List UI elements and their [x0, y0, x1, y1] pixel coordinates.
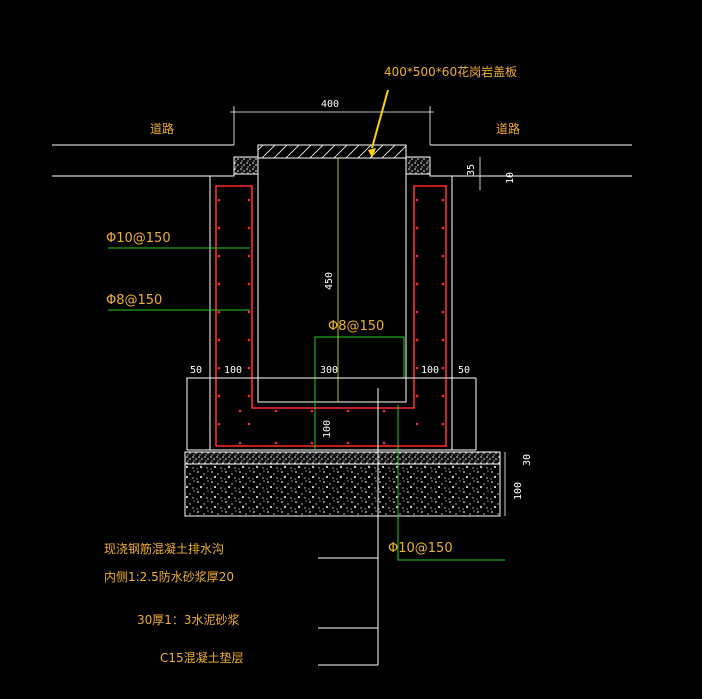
dim-left-edge: 50 [190, 365, 202, 376]
rebar-dots [217, 198, 445, 445]
note-4: C15混凝土垫层 [160, 650, 244, 665]
seat-left [233, 156, 259, 175]
rebar-dot [274, 409, 278, 413]
rebar-dot [441, 198, 445, 202]
rebar-dot [247, 282, 251, 286]
rebar-dot [247, 366, 251, 370]
leader-inner [314, 336, 405, 450]
rebar-dot [217, 394, 221, 398]
cover-arrow [371, 89, 389, 149]
rebar-dot [247, 226, 251, 230]
rebar-dot [415, 366, 419, 370]
rebar-dot [217, 366, 221, 370]
dim-top-width: 400 [321, 99, 339, 110]
mortar-layer [184, 451, 501, 465]
rebar-dot [415, 422, 419, 426]
dimension-lines [186, 106, 506, 516]
arrow-head-icon [368, 148, 376, 158]
rebar-dot [441, 310, 445, 314]
rebar-dot [247, 422, 251, 426]
rebar-dot [415, 282, 419, 286]
label-rebar-wall-a: Φ10@150 [106, 231, 171, 246]
rebar-dot [217, 422, 221, 426]
rebar-dot [441, 366, 445, 370]
rebar-cage [215, 185, 447, 447]
rebar-dot [382, 441, 386, 445]
label-road-right: 道路 [496, 121, 520, 136]
dim-step-height: 10 [505, 172, 516, 184]
dim-plate-thickness: 35 [466, 164, 477, 176]
seat-right [405, 156, 431, 175]
label-rebar-inner: Φ8@150 [328, 319, 384, 334]
rebar-dot [441, 254, 445, 258]
dim-inner-width: 300 [320, 365, 338, 376]
rebar-dot [247, 310, 251, 314]
rebar-dot [217, 310, 221, 314]
label-rebar-wall-b: Φ8@150 [106, 293, 162, 308]
dim-right-edge: 50 [458, 365, 470, 376]
dim-right-wall: 100 [421, 365, 439, 376]
dim-left-wall: 100 [224, 365, 242, 376]
dim-cushion-thickness: 100 [513, 482, 524, 500]
rebar-dot [382, 409, 386, 413]
note-1: 现浇钢筋混凝土排水沟 [104, 541, 224, 556]
rebar-dot [238, 441, 242, 445]
cushion-layer [184, 463, 501, 517]
dim-base-thickness: 100 [322, 420, 333, 438]
notes-leader [318, 388, 379, 666]
label-rebar-bottom: Φ10@150 [388, 541, 453, 556]
rebar-dot [217, 338, 221, 342]
rebar-dot [310, 441, 314, 445]
rebar-dot [415, 310, 419, 314]
note-3: 30厚1：3水泥砂浆 [137, 612, 240, 627]
road-lines [52, 144, 632, 177]
dim-mortar-thickness: 30 [522, 454, 533, 466]
label-cover-plate: 400*500*60花岗岩盖板 [384, 64, 517, 79]
rebar-dot [247, 254, 251, 258]
dim-inner-depth: 450 [324, 272, 335, 290]
rebar-dot [415, 338, 419, 342]
rebar-dot [441, 282, 445, 286]
rebar-dot [441, 226, 445, 230]
rebar-dot [415, 198, 419, 202]
channel-outline [186, 156, 477, 451]
granite-cover-plate [257, 144, 407, 159]
rebar-dot [441, 394, 445, 398]
rebar-dot [217, 254, 221, 258]
label-road-left: 道路 [150, 121, 174, 136]
rebar-dot [441, 338, 445, 342]
rebar-dot [217, 282, 221, 286]
rebar-dot [415, 254, 419, 258]
leader-bottom [397, 405, 505, 561]
rebar-dot [415, 226, 419, 230]
rebar-dot [346, 441, 350, 445]
rebar-dot [346, 409, 350, 413]
note-2: 内侧1:2.5防水砂浆厚20 [104, 569, 234, 584]
leader-lines [108, 247, 505, 561]
rebar-dot [247, 198, 251, 202]
rebar-dot [217, 226, 221, 230]
rebar-dot [217, 198, 221, 202]
rebar-dot [415, 394, 419, 398]
rebar-dot [441, 422, 445, 426]
rebar-dot [247, 338, 251, 342]
rebar-dot [310, 409, 314, 413]
rebar-dot [238, 409, 242, 413]
rebar-dot [247, 394, 251, 398]
rebar-dot [274, 441, 278, 445]
